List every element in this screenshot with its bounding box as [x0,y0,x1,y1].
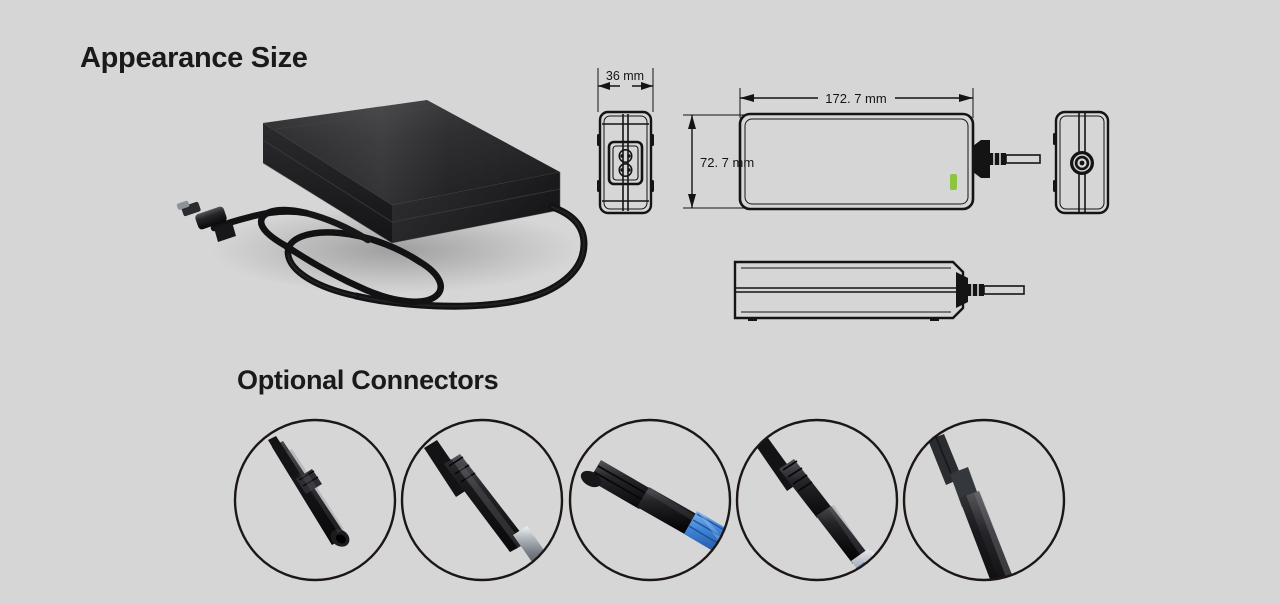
dimension-label-width: 36 mm [606,69,644,83]
connector-hit-1[interactable] [235,420,395,580]
power-adapter-photo [176,100,588,310]
connector-hit-3[interactable] [570,420,730,580]
top-view-outline [738,112,1041,211]
dimension-height-72-7mm: 72. 7 mm [683,114,754,209]
dimension-label-height: 72. 7 mm [700,155,754,170]
connector-hit-5[interactable] [904,420,1064,580]
connector-hit-2[interactable] [402,420,562,580]
appearance-size-heading: Appearance Size [80,42,308,74]
side-view-outline [733,260,1025,321]
dimension-length-172-7mm: 172. 7 mm [739,88,974,118]
dimension-width-36mm: 36 mm [597,68,654,112]
dimension-label-length: 172. 7 mm [825,91,886,106]
optional-connectors-heading: Optional Connectors [237,365,499,395]
dc-plug-on-photo [176,200,236,242]
led-indicator [950,174,957,190]
end-view-ac-inlet [597,110,654,215]
connector-hit-4[interactable] [737,420,897,580]
end-view-dc-jack [1053,110,1110,215]
